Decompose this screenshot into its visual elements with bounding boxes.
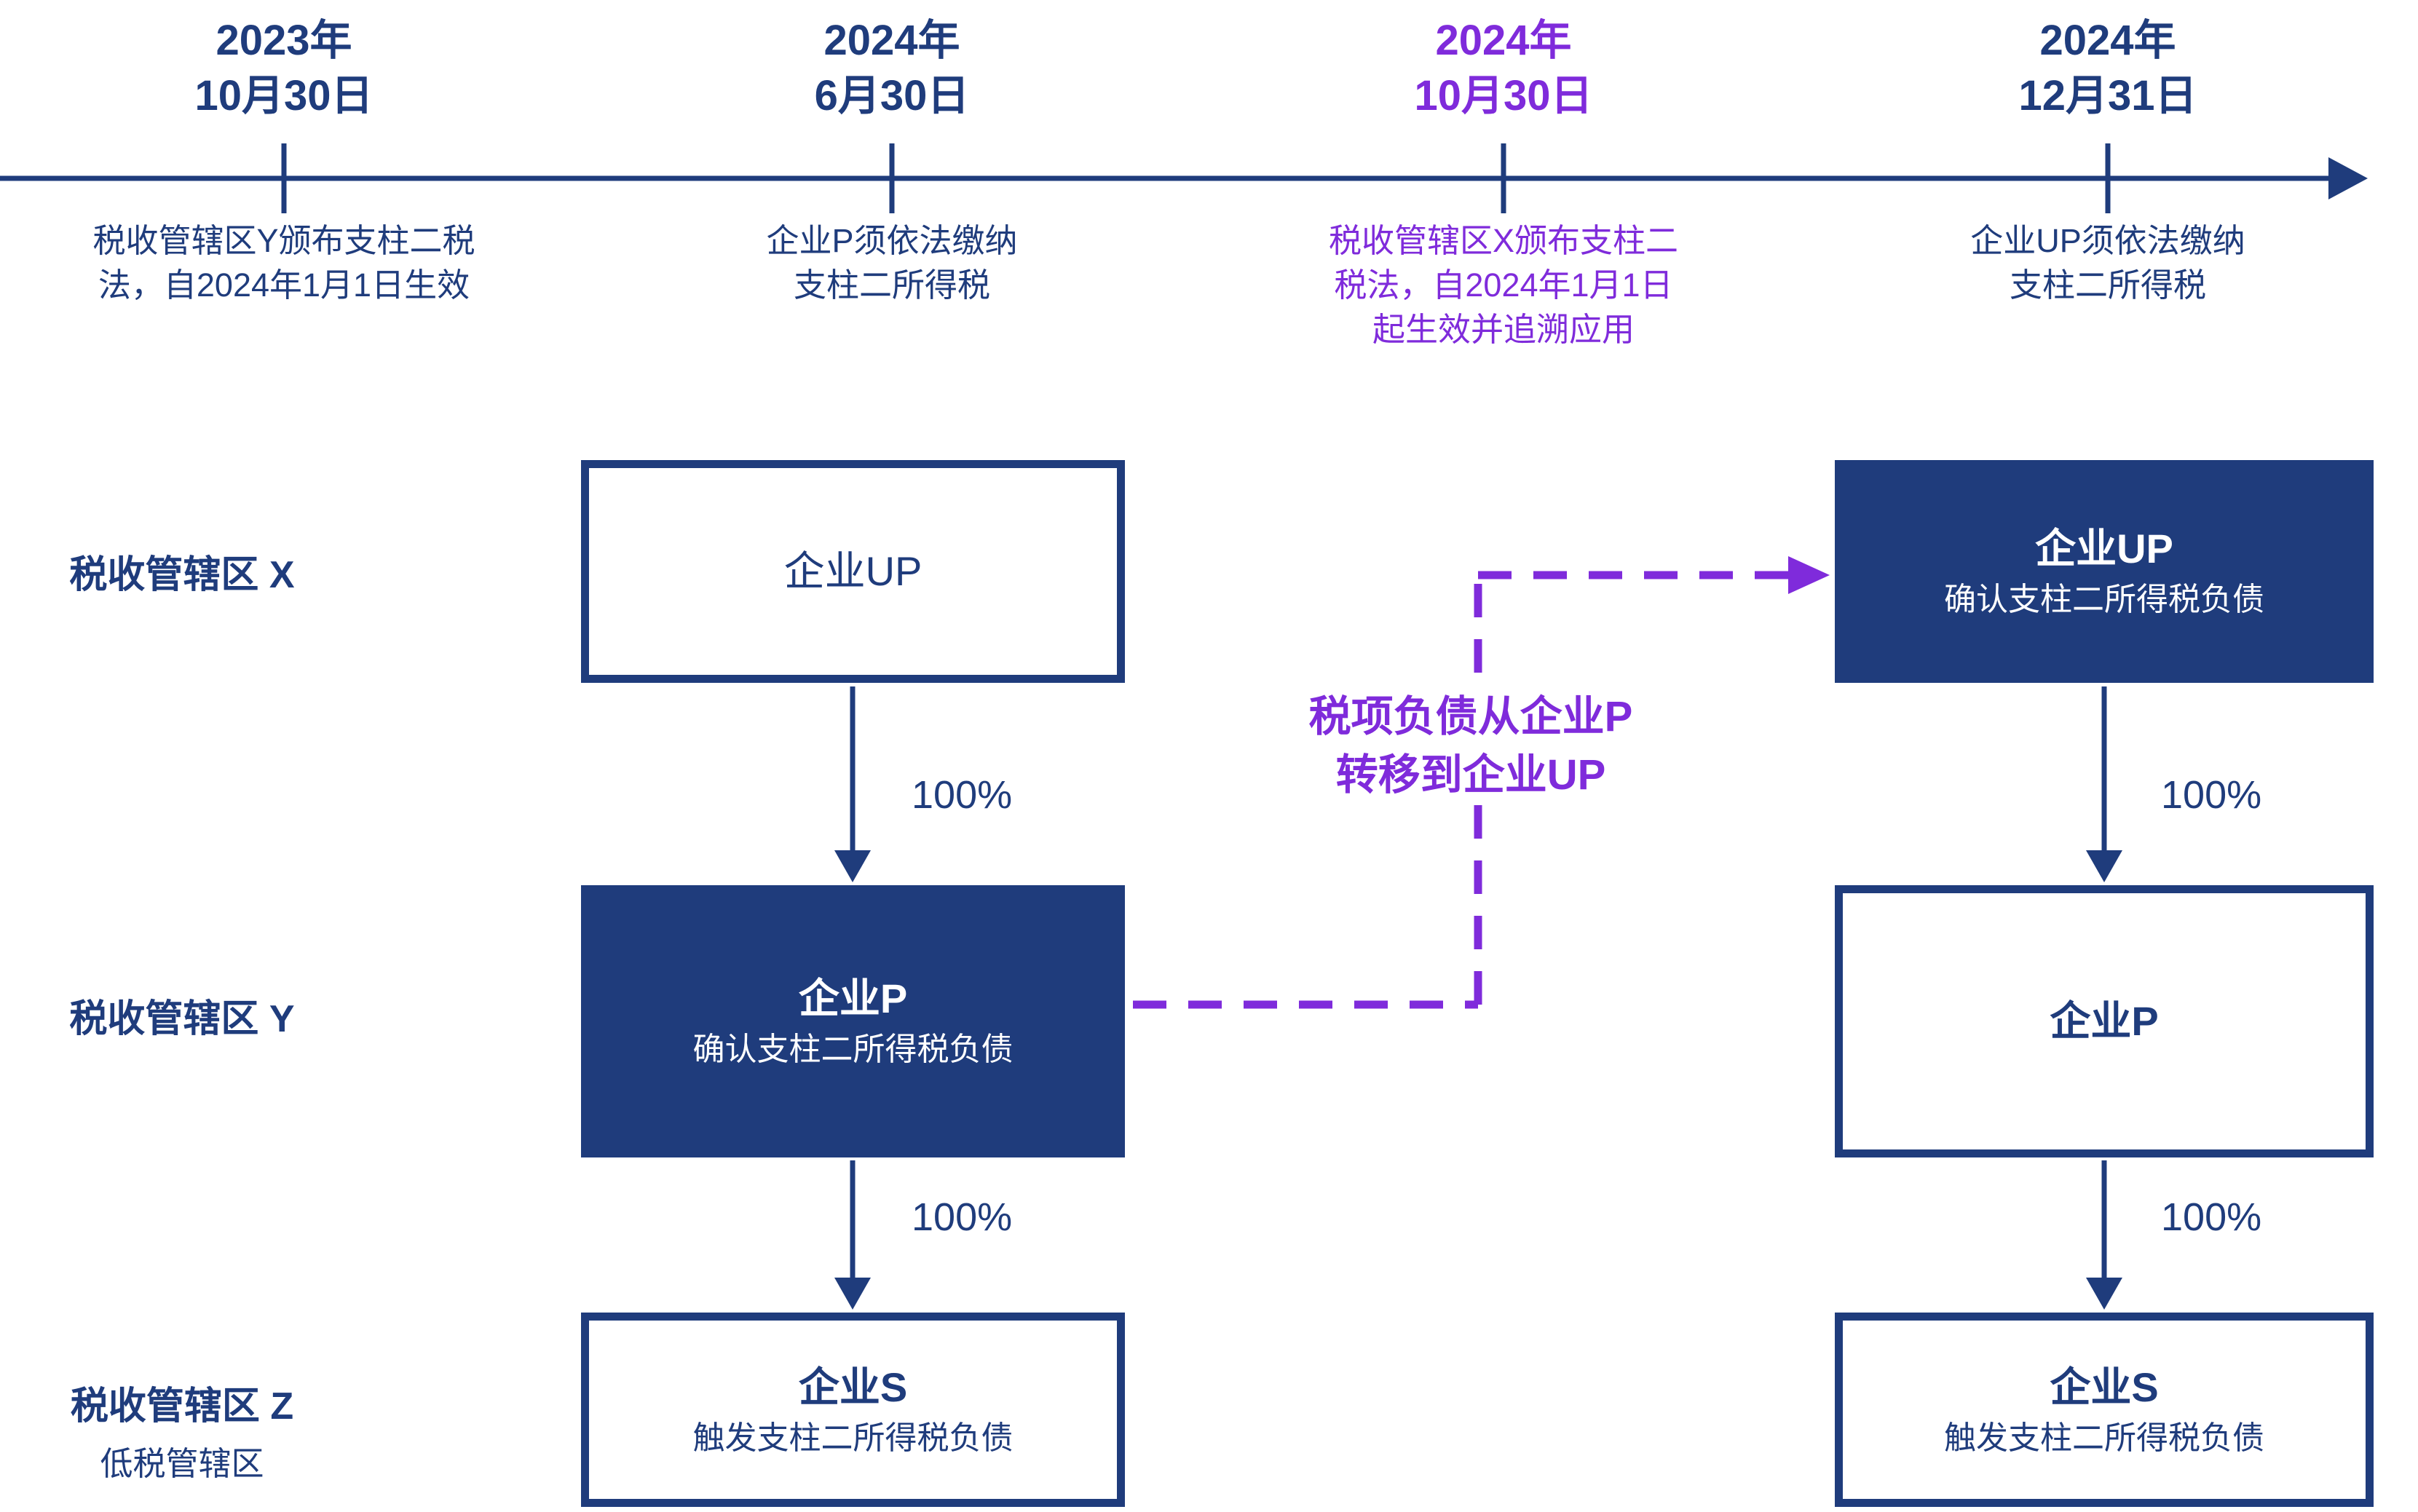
left-up-to-p-arrowhead (834, 850, 871, 882)
right-ownership-bottom-label: 100% (2161, 1195, 2262, 1239)
timeline-date-2-line2: 6月30日 (814, 72, 970, 119)
timeline-desc-2-line1: 企业P须依法缴纳 (766, 222, 1018, 259)
row-sublabel-low-tax: 低税管辖区 (100, 1445, 264, 1482)
timeline-desc-4-line2: 支柱二所得税 (2009, 266, 2206, 304)
timeline-date-3-line1: 2024年 (1435, 17, 1572, 64)
row-label-jurisdiction-z: 税收管辖区 Z (70, 1385, 294, 1428)
entity-box-left-s-title: 企业S (798, 1363, 908, 1410)
left-ownership-top-label: 100% (912, 773, 1013, 817)
entity-box-left-p: 企业P 确认支柱二所得税负债 (581, 885, 1125, 1157)
transfer-note: 税项负债从企业P 转移到企业UP (1172, 688, 1769, 804)
transfer-note-line1: 税项负债从企业P (1308, 693, 1633, 740)
entity-box-left-s-subtitle: 触发支柱二所得税负债 (692, 1420, 1014, 1456)
entity-box-right-s: 企业S 触发支柱二所得税负债 (1835, 1313, 2374, 1507)
timeline-desc-4: 企业UP须依法缴纳 支柱二所得税 (1831, 218, 2385, 307)
entity-box-left-p-subtitle: 确认支柱二所得税负债 (692, 1032, 1014, 1067)
transfer-dash-arrowhead (1788, 556, 1830, 594)
entity-box-right-s-title: 企业S (2050, 1363, 2159, 1410)
entity-box-right-up: 企业UP 确认支柱二所得税负债 (1835, 460, 2374, 683)
timeline-desc-3: 税收管辖区X颁布支柱二 税法，自2024年1月1日 起生效并追溯应用 (1227, 218, 1780, 352)
entity-box-right-s-subtitle: 触发支柱二所得税负债 (1944, 1420, 2264, 1456)
timeline-desc-4-line1: 企业UP须依法缴纳 (1970, 222, 2245, 259)
transfer-note-line2: 转移到企业UP (1335, 751, 1606, 799)
entity-box-right-up-title: 企业UP (2035, 526, 2173, 571)
timeline-desc-2: 企业P须依法缴纳 支柱二所得税 (615, 218, 1169, 307)
entity-box-right-p: 企业P (1835, 885, 2374, 1157)
left-p-to-s-arrowhead (834, 1278, 871, 1310)
timeline-date-2: 2024年 6月30日 (659, 13, 1125, 124)
timeline-desc-3-line3: 起生效并追溯应用 (1372, 311, 1635, 348)
timeline-date-4-line1: 2024年 (2039, 17, 2176, 64)
row-label-jurisdiction-x: 税收管辖区 X (69, 554, 295, 596)
right-p-to-s-arrowhead (2086, 1278, 2122, 1310)
timeline-date-1-line1: 2023年 (216, 17, 352, 64)
entity-box-left-up: 企业UP (581, 460, 1125, 683)
timeline-date-4-line2: 12月31日 (2018, 72, 2197, 119)
entity-box-left-s: 企业S 触发支柱二所得税负债 (581, 1313, 1125, 1507)
timeline-date-1: 2023年 10月30日 (51, 13, 517, 124)
timeline-desc-2-line2: 支柱二所得税 (793, 266, 990, 304)
timeline-desc-1: 税收管辖区Y颁布支柱二税 法，自2024年1月1日生效 (7, 218, 561, 307)
timeline-date-3-line2: 10月30日 (1414, 72, 1593, 119)
timeline-desc-3-line1: 税收管辖区X颁布支柱二 (1328, 222, 1678, 259)
left-ownership-bottom-label: 100% (912, 1195, 1013, 1239)
timeline-date-1-line2: 10月30日 (194, 72, 374, 119)
timeline-axis-arrowhead (2328, 157, 2368, 199)
timeline-desc-1-line1: 税收管辖区Y颁布支柱二税 (92, 222, 475, 259)
entity-box-left-p-title: 企业P (798, 975, 908, 1021)
entity-box-left-up-title: 企业UP (783, 548, 922, 594)
entity-box-right-p-title: 企业P (2050, 998, 2159, 1044)
right-up-to-p-arrowhead (2086, 850, 2122, 882)
right-ownership-top-label: 100% (2161, 773, 2262, 817)
timeline-desc-1-line2: 法，自2024年1月1日生效 (98, 266, 470, 304)
row-label-jurisdiction-y: 税收管辖区 Y (69, 998, 295, 1040)
timeline-desc-3-line2: 税法，自2024年1月1日 (1334, 266, 1673, 304)
entity-box-right-up-subtitle: 确认支柱二所得税负债 (1944, 582, 2264, 617)
timeline-date-3: 2024年 10月30日 (1271, 13, 1737, 124)
timeline-date-4: 2024年 12月31日 (1875, 13, 2341, 124)
timeline-date-2-line1: 2024年 (823, 17, 960, 64)
